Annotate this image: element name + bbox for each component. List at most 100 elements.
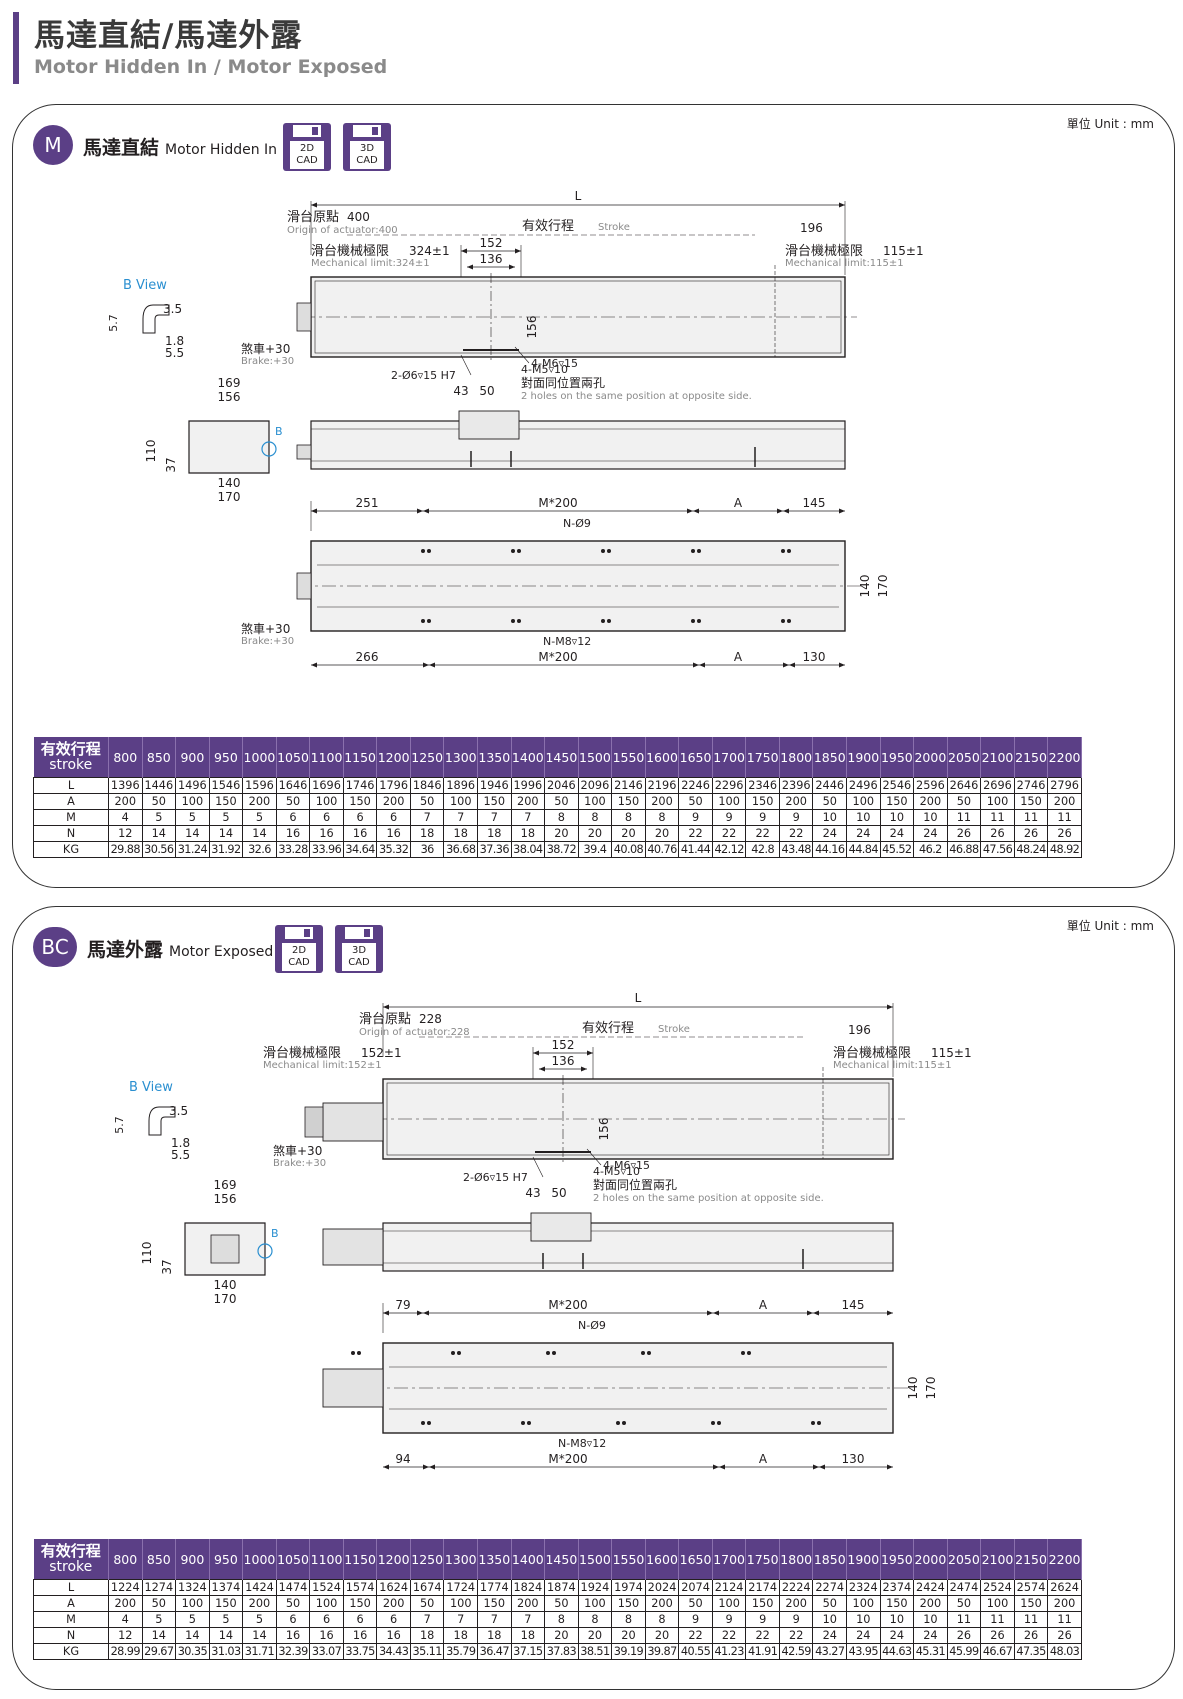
stroke-col-header: 1200 (376, 1539, 411, 1580)
cad-label: 2D (299, 143, 315, 154)
table-cell: 44.84 (846, 841, 881, 858)
table-cell: 50 (544, 1595, 579, 1612)
table-cell: 200 (913, 793, 948, 810)
dim-arrow (783, 508, 789, 514)
table-cell: 26 (946, 825, 982, 842)
stroke-header-en: stroke (49, 1559, 93, 1575)
dim-130: 130 (842, 1452, 865, 1466)
dim-3-5: 3.5 (163, 302, 182, 316)
stroke-col-header: 1600 (645, 1539, 680, 1580)
mech-limit-left-zh: 滑台機械極限 (311, 243, 389, 259)
table-cell: 18 (443, 825, 479, 842)
mech-limit-left-value: 152±1 (361, 1046, 402, 1060)
dim-43: 43 (453, 384, 468, 398)
table-cell: 100 (175, 793, 210, 810)
dim-156: 156 (525, 316, 539, 339)
dim-130: 130 (803, 650, 826, 664)
label-opposite-zh: 對面同位置兩孔 (521, 375, 605, 390)
table-cell: 1796 (376, 777, 411, 794)
panel-badge: BC (33, 927, 77, 967)
table-cell: 18 (510, 825, 546, 842)
table-cell: 12 (108, 1627, 143, 1644)
table-cell: 100 (577, 793, 613, 810)
table-cell: 24 (913, 825, 948, 842)
table-cell: 38.04 (510, 841, 546, 858)
label-4-M6: 4-M6▿15 (603, 1159, 650, 1172)
stroke-col-header: 2000 (913, 1539, 948, 1580)
table-cell: 11 (1013, 1611, 1049, 1628)
table-cell: 14 (242, 1627, 277, 1644)
dim-arrow (423, 662, 429, 668)
table-cell: 20 (544, 825, 579, 842)
table-cell: 16 (342, 825, 378, 842)
label-2-phi6: 2-Ø6▿15 H7 (463, 1171, 528, 1184)
table-cell: 9 (711, 809, 747, 826)
dim-arrow (581, 1066, 587, 1072)
table-cell: 10 (812, 1611, 848, 1628)
brake-label-bottom-zh: 煞車+30 (241, 622, 290, 636)
table-cell: 8 (544, 809, 579, 826)
stroke-col-header: 1800 (779, 1539, 814, 1580)
dim-bottom-left: 94 (395, 1452, 410, 1466)
table-cell: 16 (376, 1627, 411, 1644)
row-label: KG (33, 841, 109, 858)
dim-arrow (707, 1310, 713, 1316)
dim-156-end: 156 (218, 390, 241, 404)
label-N-M8: N-M8▿12 (543, 635, 591, 648)
table-cell: 200 (644, 1595, 680, 1612)
table-cell: 11 (1047, 1611, 1082, 1628)
table-cell: 150 (477, 793, 512, 810)
table-cell: 20 (611, 1627, 646, 1644)
table-cell: 5 (175, 1611, 210, 1628)
motor-body-side (322, 1228, 384, 1266)
table-cell: 36.68 (443, 841, 479, 858)
mount-hole (527, 1421, 531, 1425)
stroke-col-header: 2100 (980, 1539, 1015, 1580)
table-cell: 14 (175, 1627, 210, 1644)
table-cell: 16 (342, 1627, 378, 1644)
mount-hole (427, 1421, 431, 1425)
table-cell: 20 (577, 1627, 613, 1644)
table-cell: 31.03 (208, 1643, 244, 1660)
table-cell: 42.59 (778, 1643, 814, 1660)
table-cell: 10 (846, 1611, 881, 1628)
table-cell: 150 (745, 793, 780, 810)
brake-label-en: Brake:+30 (273, 1158, 326, 1169)
stroke-col-header: 1850 (812, 737, 848, 778)
table-cell: 42.12 (711, 841, 747, 858)
table-cell: 100 (309, 793, 344, 810)
mount-hole (421, 549, 425, 553)
origin-value: 228 (419, 1012, 442, 1026)
stroke-col-header: 1550 (611, 737, 646, 778)
mount-hole (421, 1421, 425, 1425)
table-cell: 11 (1047, 809, 1082, 826)
table-cell: 18 (409, 825, 445, 842)
stroke-col-header: 1250 (410, 1539, 445, 1580)
motor-connector (296, 302, 312, 332)
table-cell: 2024 (644, 1579, 680, 1596)
table-cell: 7 (477, 1611, 512, 1628)
brake-label-bottom-en: Brake:+30 (241, 636, 294, 647)
floppy-icon (345, 927, 373, 939)
table-cell: 18 (510, 1627, 546, 1644)
stroke-col-header: 1700 (712, 737, 747, 778)
table-cell: 5 (208, 1611, 244, 1628)
table-cell: 22 (711, 825, 747, 842)
table-cell: 39.87 (644, 1643, 680, 1660)
table-cell: 14 (242, 825, 277, 842)
table-cell: 100 (980, 1595, 1015, 1612)
table-cell: 14 (208, 1627, 244, 1644)
table-cell: 22 (745, 825, 780, 842)
table-cell: 20 (611, 825, 646, 842)
mount-hole (351, 1351, 355, 1355)
stroke-col-header: 1550 (611, 1539, 646, 1580)
